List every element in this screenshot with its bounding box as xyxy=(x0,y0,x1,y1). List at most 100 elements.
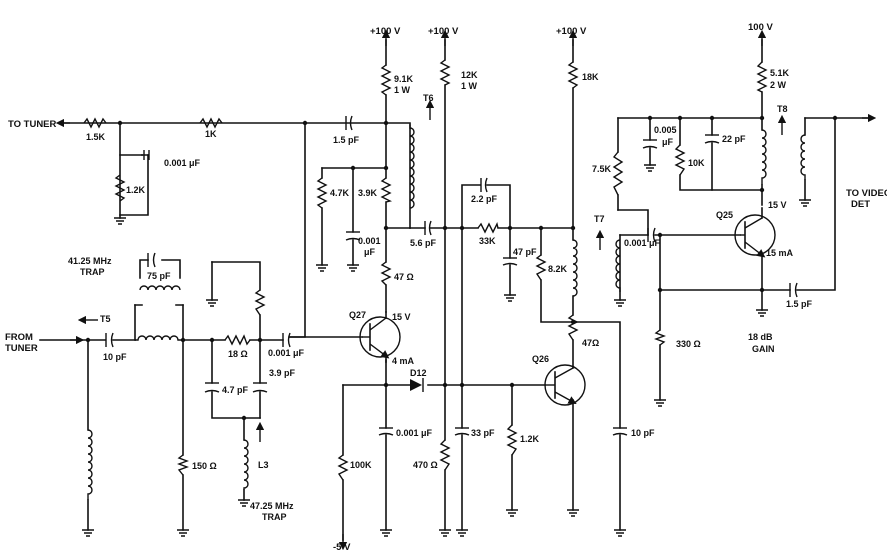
label-r-33k: 33K xyxy=(479,236,496,246)
label-r-9-1k-a: 9.1K xyxy=(394,74,414,84)
label-r-5-1k-a: 5.1K xyxy=(770,68,790,78)
label-supply-4: 100 V xyxy=(748,22,773,33)
t8-secondary-coil xyxy=(800,134,806,180)
junction-dots xyxy=(85,115,838,421)
capacitor-0001-in xyxy=(282,332,291,348)
capacitors xyxy=(105,115,798,436)
label-c-1-5pf-top: 1.5 pF xyxy=(333,135,360,145)
resistor-18 xyxy=(224,334,251,346)
capacitor-0001-mid xyxy=(345,231,361,241)
capacitor-47pf xyxy=(502,257,518,266)
label-c-22pf: 22 pF xyxy=(722,134,746,144)
resistor-1-2k-bot xyxy=(506,424,518,456)
label-supply-2: +100 V xyxy=(428,26,459,37)
label-q25: Q25 xyxy=(716,210,733,220)
label-c-10pf-bot: 10 pF xyxy=(631,428,655,438)
capacitor-0001-bot xyxy=(378,427,394,436)
resistor-4-7k xyxy=(316,177,328,209)
resistor-10k xyxy=(674,144,686,176)
label-supply-3: +100 V xyxy=(556,26,587,37)
label-c-10pf-in: 10 pF xyxy=(103,352,127,362)
input-coil xyxy=(87,429,93,500)
transistor-q27 xyxy=(359,311,401,363)
label-from-tuner-1: FROM xyxy=(5,332,33,343)
label-d12: D12 xyxy=(410,368,427,378)
resistor-1-5k xyxy=(83,117,107,129)
label-c-2-2pf: 2.2 pF xyxy=(471,194,498,204)
capacitor-5-6pf xyxy=(424,220,432,236)
label-r-3-9k: 3.9K xyxy=(358,188,378,198)
label-q25-v: 15 V xyxy=(768,200,787,210)
label-r-4-7k: 4.7K xyxy=(330,188,350,198)
resistor-1k xyxy=(199,117,223,129)
label-c-47pf: 47 pF xyxy=(513,247,537,257)
capacitor-0001-top xyxy=(141,150,150,160)
resistor-5-1k xyxy=(756,61,768,93)
label-supply-neg: -5 V xyxy=(333,542,351,553)
diode-d12 xyxy=(410,378,424,392)
label-to-video-1: TO VIDEO xyxy=(846,188,887,199)
t5-coil xyxy=(135,335,183,341)
transistor-q26 xyxy=(544,364,586,406)
label-t5: T5 xyxy=(100,314,111,324)
capacitor-33pf xyxy=(454,427,470,436)
label-trap1-a: 41.25 MHz xyxy=(68,256,112,266)
labels: +100 V +100 V +100 V 100 V -5 V TO TUNER… xyxy=(5,22,887,553)
resistor-47-q26 xyxy=(567,314,579,341)
label-r-1-2k-bot: 1.2K xyxy=(520,434,540,444)
t7-primary-coil xyxy=(572,239,578,297)
label-c-0001-top: 0.001 μF xyxy=(164,158,201,168)
label-r-9-1k-b: 1 W xyxy=(394,85,411,95)
label-q25-i: 15 mA xyxy=(766,248,794,258)
label-trap2-b: TRAP xyxy=(262,512,287,522)
resistors xyxy=(83,59,768,481)
label-r-8-2k: 8.2K xyxy=(548,264,568,274)
t6-primary-coil xyxy=(409,123,415,209)
label-q27-v: 15 V xyxy=(392,312,411,322)
label-r-1-2k-top: 1.2K xyxy=(126,185,146,195)
label-c-0005-b: μF xyxy=(662,137,674,147)
label-r-18k: 18K xyxy=(582,72,599,82)
label-r-1k: 1K xyxy=(205,129,217,139)
capacitor-10pf-in xyxy=(105,332,114,348)
capacitor-1-5pf-out xyxy=(789,282,798,298)
label-t6: T6 xyxy=(423,93,434,103)
label-c-5-6pf: 5.6 pF xyxy=(410,238,437,248)
label-supply-1: +100 V xyxy=(370,26,401,37)
label-r-12k-b: 1 W xyxy=(461,81,478,91)
label-q27-i: 4 mA xyxy=(392,356,415,366)
l3-coil xyxy=(243,439,249,490)
ground-symbols xyxy=(82,164,811,537)
label-r-100k: 100K xyxy=(350,460,372,470)
label-c-0005-a: 0.005 xyxy=(654,125,677,135)
label-from-tuner-2: TUNER xyxy=(5,343,38,354)
label-c-0001-mid-a: 0.001 xyxy=(358,236,381,246)
label-q27: Q27 xyxy=(349,310,366,320)
resistor-150 xyxy=(177,454,189,476)
capacitor-4-7pf xyxy=(204,382,220,393)
capacitor-0001-t7 xyxy=(647,227,656,243)
label-t7: T7 xyxy=(594,214,605,224)
resistor-100k xyxy=(337,454,349,481)
resistor-12k xyxy=(439,59,451,86)
resistor-trap-top xyxy=(254,289,266,316)
label-c-3-9pf: 3.9 pF xyxy=(269,368,296,378)
label-trap1-b: TRAP xyxy=(80,267,105,277)
label-trap2-a: 47.25 MHz xyxy=(250,501,294,511)
label-to-video-2: DET xyxy=(851,199,870,210)
label-r-47-q26: 47Ω xyxy=(582,338,599,348)
resistor-9-1k xyxy=(380,64,392,96)
inductors xyxy=(87,123,806,500)
transistor-q25 xyxy=(734,214,776,258)
resistor-330 xyxy=(654,329,666,346)
resistor-3-9k xyxy=(380,177,393,203)
label-gain-a: 18 dB xyxy=(748,332,773,342)
resistor-470 xyxy=(439,439,451,471)
label-c-0001-bot: 0.001 μF xyxy=(396,428,433,438)
capacitor-10pf-bot xyxy=(612,427,628,436)
resistor-33k xyxy=(477,221,499,234)
label-r-330: 330 Ω xyxy=(676,339,701,349)
label-r-470: 470 Ω xyxy=(413,460,438,470)
